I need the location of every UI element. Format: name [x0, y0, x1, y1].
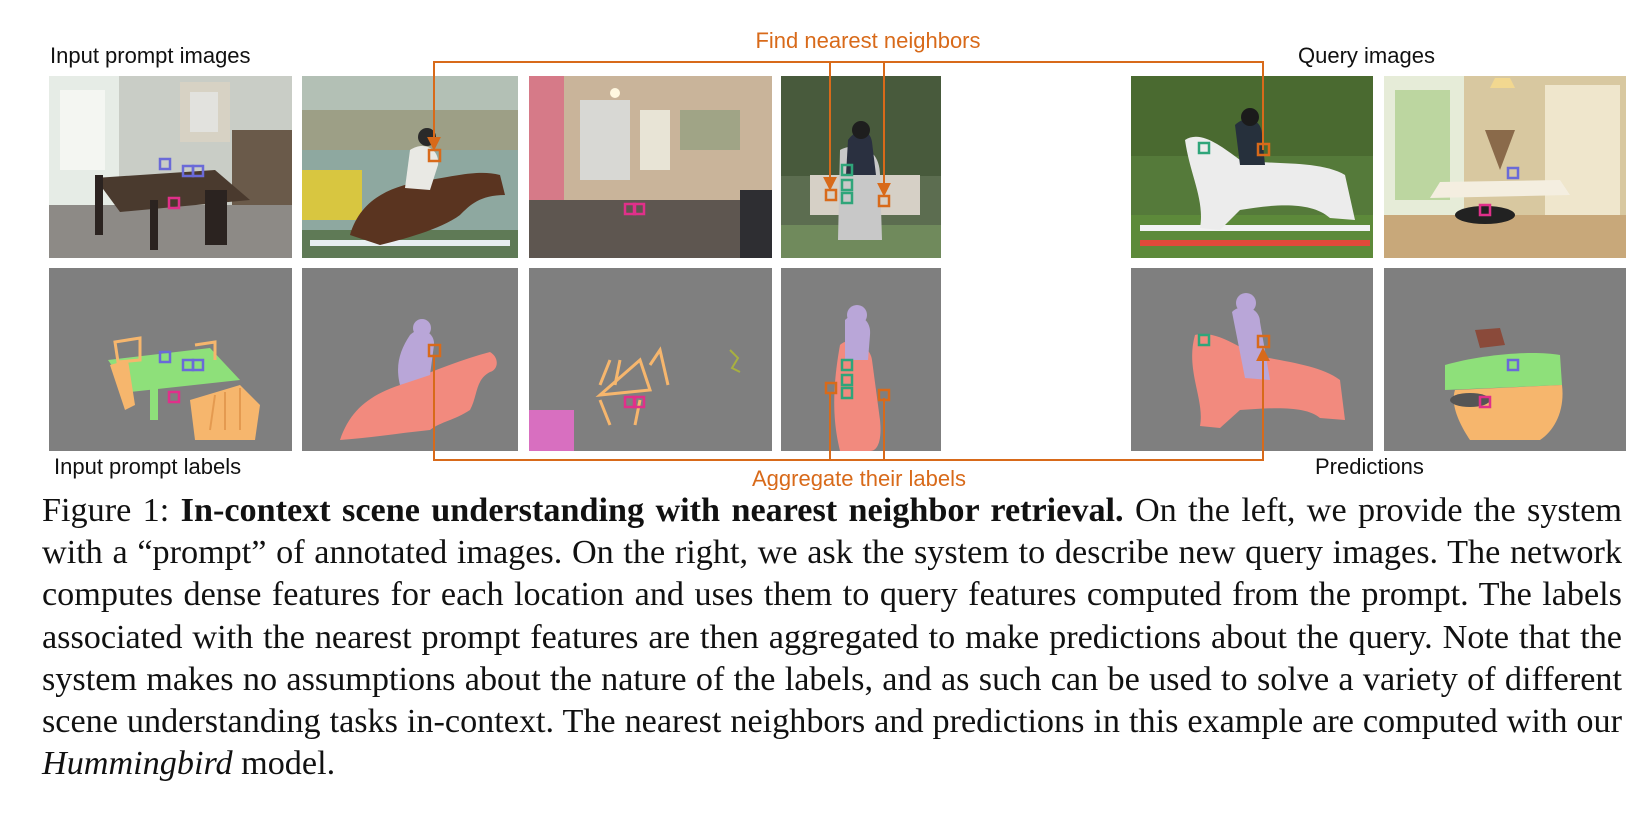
caption-model-name: Hummingbird	[42, 745, 233, 783]
prompt-image-kitchen	[529, 76, 772, 258]
caption-bold-title: In-context scene understanding with near…	[180, 492, 1124, 529]
prompt-label-kitchen	[529, 268, 772, 451]
prompt-image-rider	[781, 76, 941, 258]
prompt-image-horse-jump	[302, 76, 518, 258]
prediction-dining-room	[1384, 268, 1626, 451]
aggregate-labels-connector	[433, 347, 1270, 461]
prompt-image-dining-room	[49, 76, 292, 258]
caption-body-text: On the left, we provide the system with …	[42, 492, 1623, 741]
find-nearest-neighbors-label: Find nearest neighbors	[755, 28, 980, 53]
find-neighbors-connector	[427, 61, 1264, 197]
figure-1-diagram: Input prompt images Find nearest neighbo…	[49, 28, 1626, 490]
caption-figure-number: Figure 1:	[42, 492, 170, 529]
caption-body-end: model.	[241, 745, 336, 783]
prediction-white-horse	[1131, 268, 1373, 451]
input-prompt-labels-label: Input prompt labels	[54, 454, 241, 479]
prompt-label-dining-room	[49, 268, 292, 451]
input-prompt-images-label: Input prompt images	[50, 43, 251, 68]
aggregate-their-labels-label: Aggregate their labels	[752, 466, 966, 490]
figure-caption: Figure 1: In-context scene understanding…	[42, 490, 1622, 785]
predictions-label: Predictions	[1315, 454, 1424, 479]
prompt-label-rider	[781, 268, 941, 451]
query-image-white-horse	[1131, 76, 1373, 258]
prompt-label-horse-jump	[302, 268, 518, 451]
query-image-dining-room	[1384, 76, 1626, 258]
query-images-label: Query images	[1298, 43, 1435, 68]
